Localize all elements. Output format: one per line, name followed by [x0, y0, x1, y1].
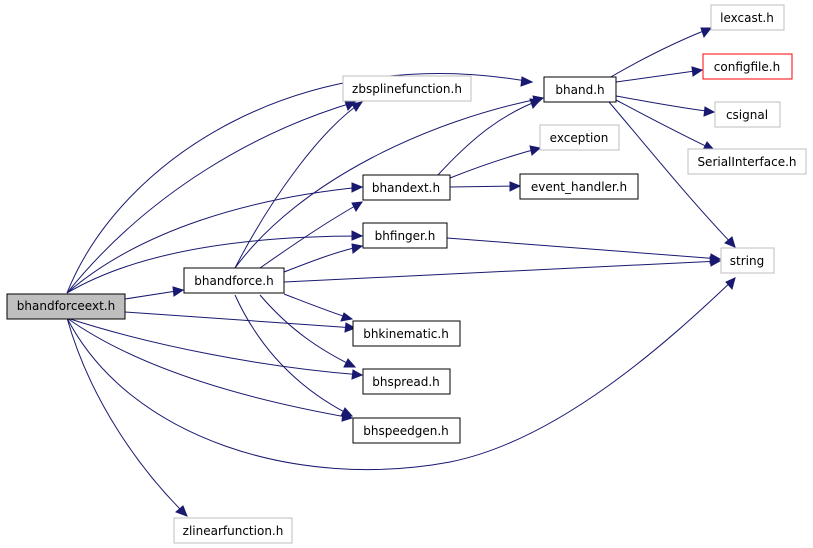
edge-bhandext-to-exception: [449, 145, 542, 179]
node-bhandforce[interactable]: bhandforce.h: [183, 267, 285, 294]
edge-bhandforce-to-string: [283, 256, 722, 283]
node-bhand[interactable]: bhand.h: [543, 76, 617, 103]
svg-text:bhfinger.h: bhfinger.h: [375, 229, 436, 243]
edge-bhandforceext-to-string: [66, 277, 736, 471]
edge-bhandforce-to-bhspread: [259, 294, 357, 368]
svg-text:SerialInterface.h: SerialInterface.h: [697, 155, 796, 169]
edge-bhfinger-to-string: [446, 237, 722, 264]
edges-layer: [66, 27, 736, 517]
svg-text:zlinearfunction.h: zlinearfunction.h: [183, 524, 284, 538]
svg-text:exception: exception: [550, 131, 609, 145]
edge-bhandforce-to-bhfinger: [283, 243, 364, 273]
edge-bhandforceext-to-bhfinger: [66, 230, 364, 294]
node-lexcast[interactable]: lexcast.h: [710, 4, 785, 31]
edge-bhandforceext-to-bhkinematic: [124, 311, 357, 333]
node-csignal[interactable]: csignal: [714, 101, 781, 128]
edge-bhand-to-lexcast: [608, 27, 713, 79]
svg-text:bhandext.h: bhandext.h: [372, 181, 440, 195]
edge-bhandforce-to-bhspeedgen: [234, 294, 354, 417]
node-bhspeedgen[interactable]: bhspeedgen.h: [352, 417, 461, 444]
node-string[interactable]: string: [720, 247, 775, 274]
svg-text:bhandforceext.h: bhandforceext.h: [17, 299, 115, 313]
node-serialinterface[interactable]: SerialInterface.h: [687, 148, 807, 175]
svg-text:bhspeedgen.h: bhspeedgen.h: [363, 424, 449, 438]
svg-text:bhand.h: bhand.h: [555, 83, 604, 97]
edge-bhandext-to-event-handler: [449, 181, 522, 192]
node-bhandext[interactable]: bhandext.h: [362, 174, 451, 201]
node-bhkinematic[interactable]: bhkinematic.h: [352, 320, 461, 347]
node-bhandforceext[interactable]: bhandforceext.h: [6, 293, 126, 320]
svg-text:configfile.h: configfile.h: [714, 60, 780, 74]
edge-bhand-to-csignal: [615, 95, 716, 117]
svg-text:bhspread.h: bhspread.h: [372, 375, 440, 389]
edge-bhandext-to-bhand: [436, 98, 542, 177]
node-bhfinger[interactable]: bhfinger.h: [362, 222, 448, 249]
svg-text:bhkinematic.h: bhkinematic.h: [363, 327, 449, 341]
node-configfile[interactable]: configfile.h: [702, 53, 793, 80]
nodes-layer: bhandforceext.h bhandforce.h zbsplinefun…: [6, 4, 807, 544]
svg-text:event_handler.h: event_handler.h: [531, 180, 627, 194]
edge-bhandforceext-to-bhspread: [66, 317, 364, 380]
svg-text:string: string: [730, 254, 764, 268]
edge-bhandforceext-to-bhandext: [66, 182, 364, 294]
node-zbsplinefunction[interactable]: zbsplinefunction.h: [342, 75, 472, 102]
svg-text:lexcast.h: lexcast.h: [720, 11, 774, 25]
edge-bhandforceext-to-bhandforce: [124, 286, 185, 300]
edge-bhand-to-serialinterface: [615, 99, 716, 151]
edge-bhandforceext-to-zbsplinefunction: [66, 100, 357, 294]
edge-bhand-to-configfile: [615, 66, 704, 83]
edge-bhandforceext-to-zlinearfunction: [66, 317, 188, 517]
node-event-handler[interactable]: event_handler.h: [519, 173, 639, 200]
svg-text:bhandforce.h: bhandforce.h: [194, 274, 273, 288]
edge-bhand-to-string: [608, 101, 736, 248]
node-zlinearfunction[interactable]: zlinearfunction.h: [173, 517, 293, 544]
edge-bhandforce-to-bhandext: [259, 201, 364, 269]
node-exception[interactable]: exception: [539, 124, 620, 151]
svg-text:zbsplinefunction.h: zbsplinefunction.h: [352, 82, 462, 96]
edge-bhandforce-to-bhkinematic: [283, 293, 354, 322]
edge-bhandforceext-to-bhand: [66, 73, 534, 294]
svg-text:csignal: csignal: [726, 108, 768, 122]
node-bhspread[interactable]: bhspread.h: [362, 368, 451, 395]
edge-bhandforce-to-zbsplinefunction: [234, 101, 364, 269]
